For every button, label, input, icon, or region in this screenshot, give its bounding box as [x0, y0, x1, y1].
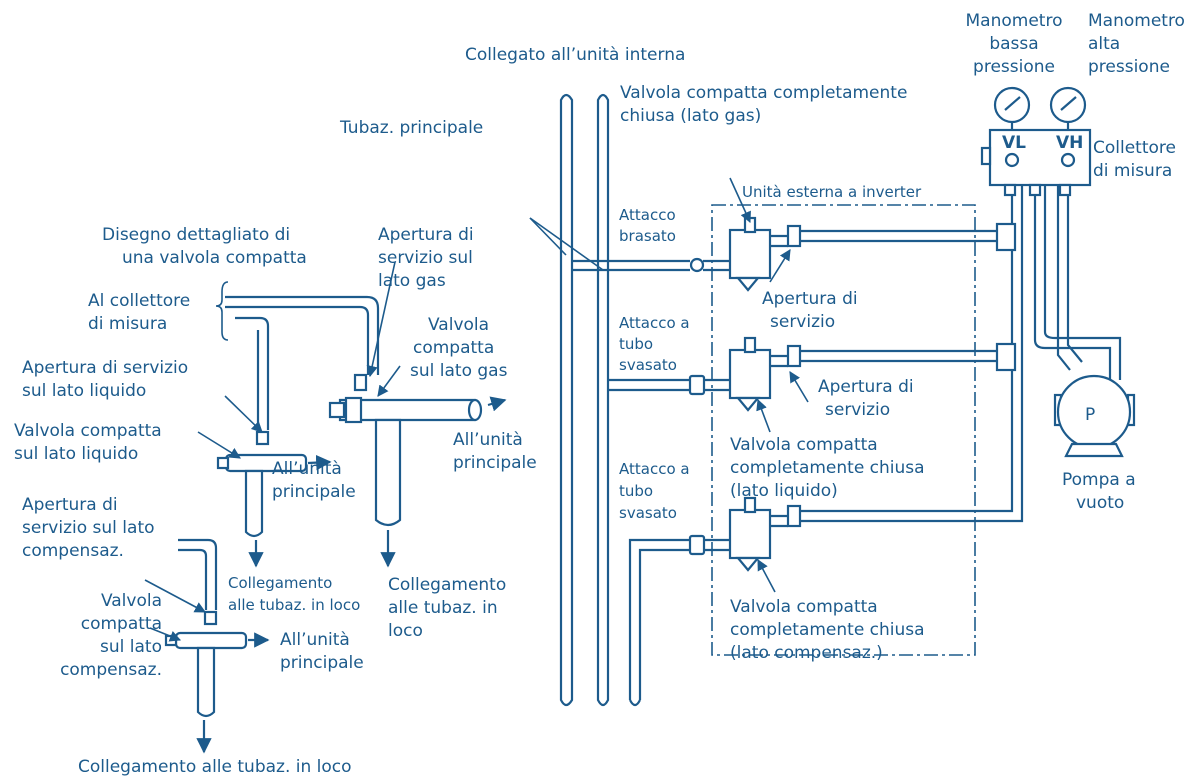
- label-apertura-compensaz-3: compensaz.: [22, 541, 124, 561]
- label-manometro-alta-3: pressione: [1088, 57, 1170, 77]
- label-manometro-bassa-2: bassa: [989, 34, 1038, 54]
- label-valvola-gas-chiusa-1: Valvola compatta completamente: [620, 83, 907, 103]
- label-unita-principale-2b: principale: [272, 482, 356, 502]
- label-apertura-gas-1: Apertura di: [378, 225, 474, 245]
- label-disegno-1: Disegno dettagliato di: [102, 225, 290, 245]
- label-collegamento-big-1: Collegamento: [388, 575, 506, 595]
- detail-gas-valve: [225, 295, 507, 568]
- label-valvola-gas-2: compatta: [413, 338, 494, 358]
- low-valve-knob-icon: [1004, 152, 1020, 168]
- charge-hoses: [800, 185, 1122, 523]
- pump-letter: P: [1085, 405, 1095, 425]
- label-collegamento-bottom: Collegamento alle tubaz. in loco: [78, 757, 352, 777]
- label-attacco-svasato-1b: tubo: [619, 335, 653, 353]
- label-valvola-compensaz-chiusa-2: completamente chiusa: [730, 620, 925, 640]
- flare-nuts: [688, 374, 706, 556]
- label-pompa-2: vuoto: [1076, 493, 1124, 513]
- main-pipes: [559, 93, 690, 707]
- leader-arrows: [144, 177, 809, 642]
- branch-pipes: [572, 257, 730, 392]
- outdoor-unit-box: [711, 204, 976, 656]
- collector-brace: [215, 281, 229, 341]
- label-collegamento-big-3: loco: [388, 621, 423, 641]
- label-valvola-liquido-chiusa-3: (lato liquido): [730, 481, 838, 501]
- label-disegno-2: una valvola compatta: [122, 248, 307, 268]
- label-collegamento-big-2: alle tubaz. in: [388, 598, 498, 618]
- label-valvola-compensaz-chiusa-1: Valvola compatta: [730, 597, 878, 617]
- gauge-manifold: VL VH: [980, 86, 1092, 197]
- vh-label: VH: [1056, 133, 1083, 153]
- label-unita-principale-3b: principale: [280, 653, 364, 673]
- label-valvola-compensaz-4: compensaz.: [60, 660, 162, 680]
- label-apertura-servizio-1b: servizio: [770, 312, 835, 332]
- label-apertura-servizio-1a: Apertura di: [762, 289, 858, 309]
- label-valvola-liquido-1: Valvola compatta: [14, 421, 162, 441]
- label-al-collettore-1: Al collettore: [88, 291, 190, 311]
- label-manometro-alta-2: alta: [1088, 34, 1120, 54]
- label-apertura-liquido-1: Apertura di servizio: [22, 358, 188, 378]
- label-valvola-gas-chiusa-2: chiusa (lato gas): [620, 106, 761, 126]
- label-valvola-compensaz-chiusa-3: (lato compensaz.): [730, 643, 883, 663]
- label-unita-principale-2a: All’unità: [272, 459, 342, 479]
- high-valve-knob-icon: [1060, 152, 1076, 168]
- label-attacco-brasato-2: brasato: [619, 227, 676, 245]
- label-manometro-bassa-3: pressione: [973, 57, 1055, 77]
- label-valvola-liquido-2: sul lato liquido: [14, 444, 138, 464]
- label-apertura-gas-2: servizio sul: [378, 248, 473, 268]
- detail-compensation-valve: [164, 538, 270, 754]
- label-apertura-compensaz-2: servizio sul lato: [22, 518, 155, 538]
- label-apertura-gas-3: lato gas: [378, 271, 446, 291]
- label-al-collettore-2: di misura: [88, 314, 167, 334]
- label-apertura-compensaz-1: Apertura di: [22, 495, 118, 515]
- label-apertura-liquido-2: sul lato liquido: [22, 381, 146, 401]
- compact-valve-compensation: [704, 496, 802, 572]
- vl-label: VL: [1002, 133, 1026, 153]
- label-valvola-liquido-chiusa-1: Valvola compatta: [730, 435, 878, 455]
- label-tubaz-principale: Tubaz. principale: [339, 118, 483, 138]
- label-unita-esterna: Unità esterna a inverter: [742, 183, 922, 201]
- label-pompa-1: Pompa a: [1062, 470, 1136, 490]
- label-apertura-servizio-2b: servizio: [825, 400, 890, 420]
- compact-valve-gas: [728, 216, 802, 292]
- labels: Collegato all’unità interna Manometro ba…: [14, 11, 1185, 777]
- compact-valve-liquid: [704, 336, 802, 412]
- label-attacco-svasato-1a: Attacco a: [619, 314, 690, 332]
- label-valvola-gas-1: Valvola: [428, 315, 489, 335]
- tubaz-leaders: [529, 217, 604, 271]
- label-collegamento-small-1: Collegamento: [228, 574, 332, 592]
- label-unita-principale-1a: All’unità: [453, 430, 523, 450]
- label-collettore-1: Collettore: [1093, 138, 1176, 158]
- label-collegamento-small-2: alle tubaz. in loco: [228, 596, 360, 614]
- label-collettore-2: di misura: [1093, 161, 1172, 181]
- label-attacco-svasato-2b: tubo: [619, 482, 653, 500]
- label-attacco-svasato-1c: svasato: [619, 356, 677, 374]
- vacuum-pump: P: [1053, 374, 1136, 458]
- label-manometro-bassa-1: Manometro: [966, 11, 1063, 31]
- detail-liquid-valve: [216, 316, 332, 568]
- label-valvola-liquido-chiusa-2: completamente chiusa: [730, 458, 925, 478]
- label-unita-principale-1b: principale: [453, 453, 537, 473]
- label-manometro-alta-1: Manometro: [1088, 11, 1185, 31]
- brazed-joint-icon: [689, 257, 705, 273]
- label-valvola-gas-3: sul lato gas: [410, 361, 508, 381]
- label-attacco-svasato-2a: Attacco a: [619, 460, 690, 478]
- label-unita-principale-3a: All’unità: [280, 630, 350, 650]
- label-valvola-compensaz-2: compatta: [81, 614, 162, 634]
- label-apertura-servizio-2a: Apertura di: [818, 377, 914, 397]
- label-valvola-compensaz-3: sul lato: [100, 637, 162, 657]
- label-collegato-interna: Collegato all’unità interna: [465, 45, 685, 65]
- label-attacco-svasato-2c: svasato: [619, 504, 677, 522]
- label-valvola-compensaz-1: Valvola: [101, 591, 162, 611]
- label-attacco-brasato-1: Attacco: [619, 206, 676, 224]
